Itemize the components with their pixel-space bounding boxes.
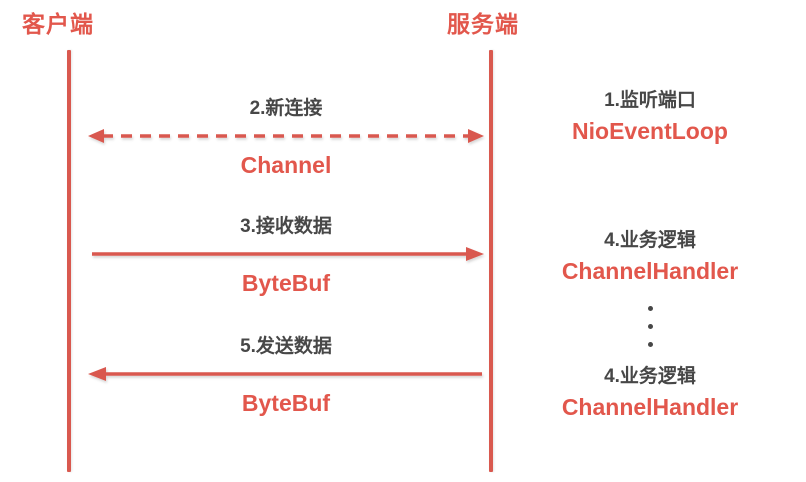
- actor-label-client: 客户端: [22, 11, 94, 37]
- vertical-ellipsis-icon: [510, 306, 790, 347]
- message-protocol-label-channel: Channel: [240, 151, 332, 178]
- message-step-label-send-data: 5.发送数据: [240, 336, 332, 357]
- message-group-receive-data: 3.接收数据 ByteBuf: [88, 216, 484, 297]
- lifeline-client: [67, 50, 71, 472]
- side-note-step-label-business-logic-top: 4.业务逻辑: [604, 230, 696, 251]
- lifeline-server: [489, 50, 493, 472]
- arrow-right-solid-icon: [92, 246, 484, 261]
- ellipsis-dot: [647, 324, 653, 329]
- message-arrow-receive-data: [88, 244, 484, 264]
- side-note-listen-port: 1.监听端口 NioEventLoop: [510, 90, 790, 146]
- side-note-step-label-listen-port: 1.监听端口: [604, 90, 696, 111]
- side-note-class-label-channelhandler-top: ChannelHandler: [561, 257, 739, 284]
- message-protocol-label-bytebuf-send: ByteBuf: [241, 389, 331, 416]
- message-arrow-send-data: [88, 364, 484, 384]
- side-note-business-logic-bottom: 4.业务逻辑 ChannelHandler: [510, 366, 790, 422]
- message-group-new-connection: 2.新连接 Channel: [88, 98, 484, 179]
- message-arrow-new-connection: [88, 126, 484, 146]
- actor-label-server: 服务端: [447, 11, 519, 37]
- ellipsis-dot: [647, 342, 653, 347]
- message-step-label-receive-data: 3.接收数据: [240, 216, 332, 237]
- side-note-class-label-channelhandler-bottom: ChannelHandler: [561, 393, 739, 420]
- ellipsis-dot: [647, 306, 653, 311]
- message-protocol-label-bytebuf-receive: ByteBuf: [241, 269, 331, 296]
- side-note-class-label-nioeventloop: NioEventLoop: [572, 117, 728, 144]
- arrow-left-solid-icon: [88, 366, 482, 381]
- message-group-send-data: 5.发送数据 ByteBuf: [88, 336, 484, 417]
- side-note-business-logic-top: 4.业务逻辑 ChannelHandler: [510, 230, 790, 286]
- arrow-bidirectional-dashed-icon: [88, 128, 484, 143]
- side-note-step-label-business-logic-bottom: 4.业务逻辑: [604, 366, 696, 387]
- message-step-label-new-connection: 2.新连接: [249, 98, 323, 119]
